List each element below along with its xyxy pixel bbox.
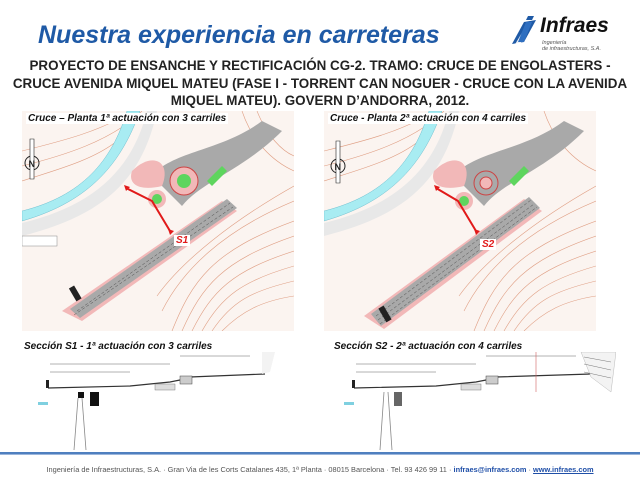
north-arrow-icon: N	[330, 140, 346, 184]
logo-subtitle: Ingeniería de infraestructuras, S.A.	[542, 40, 601, 52]
logo-subtitle-line2: de infraestructuras, S.A.	[542, 46, 601, 52]
section-1-caption: Sección S1 - 1ª actuación con 3 carriles	[24, 341, 213, 352]
section-2-caption: Sección S2 - 2ª actuación con 4 carriles	[334, 341, 523, 352]
footer-email-link[interactable]: infraes@infraes.com	[453, 465, 527, 474]
svg-text:N: N	[335, 162, 342, 172]
section-marker-s1: S1	[174, 235, 191, 246]
north-arrow-icon: N	[24, 138, 40, 180]
project-heading: PROYECTO DE ENSANCHE Y RECTIFICACIÓN CG-…	[12, 58, 628, 108]
infraes-logo-mark-icon	[512, 16, 536, 48]
plan-1-caption: Cruce – Planta 1ª actuación con 3 carril…	[26, 113, 229, 124]
plan-drawing-2: N	[324, 111, 596, 331]
section-marker-s2: S2	[480, 239, 497, 250]
logo-subtitle-line1: Ingeniería	[542, 40, 567, 46]
section-drawing-2	[336, 352, 616, 450]
footer-company: Ingeniería de Infraestructuras, S.A.	[46, 465, 162, 474]
footer-divider	[0, 452, 640, 455]
footer: Ingeniería de Infraestructuras, S.A. · G…	[46, 465, 594, 474]
footer-website-link[interactable]: www.infraes.com	[533, 465, 594, 474]
footer-phone: Tel. 93 426 99 11	[390, 465, 447, 474]
plan-view-1: N Cruce – Planta 1ª actuación con 3 carr…	[22, 111, 294, 331]
footer-city: 08015 Barcelona	[328, 465, 385, 474]
logo-brand-text: Infraes	[540, 14, 609, 37]
plan-drawing-1: N	[22, 111, 294, 331]
footer-address: Gran Via de les Corts Catalanes 435, 1ª …	[167, 465, 322, 474]
plan-2-caption: Cruce - Planta 2ª actuación con 4 carril…	[328, 113, 529, 124]
infraes-logo: Infraes Ingeniería de infraestructuras, …	[510, 14, 630, 56]
svg-text:N: N	[29, 159, 36, 169]
plan-view-2: N Cruce - Planta 2ª actuación con 4 carr…	[324, 111, 596, 331]
slide-title: Nuestra experiencia en carreteras	[38, 21, 440, 49]
section-drawing-1	[30, 352, 300, 450]
